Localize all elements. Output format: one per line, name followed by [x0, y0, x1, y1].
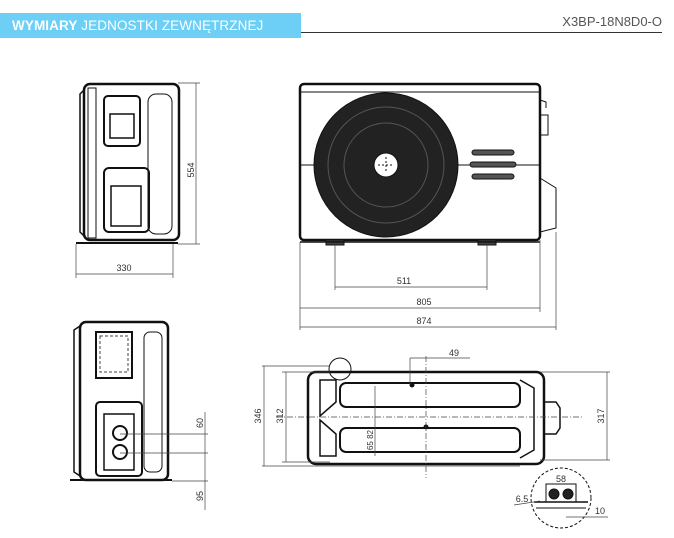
dim-detail-right: 10	[595, 506, 605, 516]
dim-detail-left: 6.5	[516, 494, 529, 504]
title-bold: WYMIARY	[12, 18, 78, 33]
top-view-drawing	[306, 357, 561, 466]
detail-callout-drawing	[513, 467, 608, 529]
side-view-drawing	[76, 82, 181, 244]
dim-top-offset: 49	[449, 348, 459, 358]
dim-front-body-width: 805	[416, 297, 431, 307]
title-rest: JEDNOSTKI ZEWNĘTRZNEJ	[77, 18, 264, 33]
dim-detail-width: 58	[556, 474, 566, 484]
header-banner	[0, 13, 301, 38]
dim-pipe-spacing: 60	[195, 418, 205, 428]
dim-front-mount-spacing: 511	[397, 276, 411, 286]
side-view-2-drawing	[70, 320, 172, 482]
dim-top-right-depth: 317	[596, 408, 606, 423]
dim-top-total-depth: 346	[253, 408, 263, 423]
dim-front-total-width: 874	[416, 316, 431, 326]
model-number: X3BP-18N8D0-O	[562, 14, 662, 29]
front-view-drawing	[298, 82, 557, 246]
page-title: WYMIARY JEDNOSTKI ZEWNĘTRZNEJ	[12, 18, 263, 33]
dim-side-depth: 330	[116, 263, 131, 273]
header-rule	[301, 32, 662, 33]
dim-top-body-depth: 312	[275, 408, 285, 423]
dim-side-height: 554	[186, 162, 196, 177]
dim-top-inner: 65 82	[366, 429, 375, 450]
dim-pipe-height: 95	[195, 491, 205, 501]
